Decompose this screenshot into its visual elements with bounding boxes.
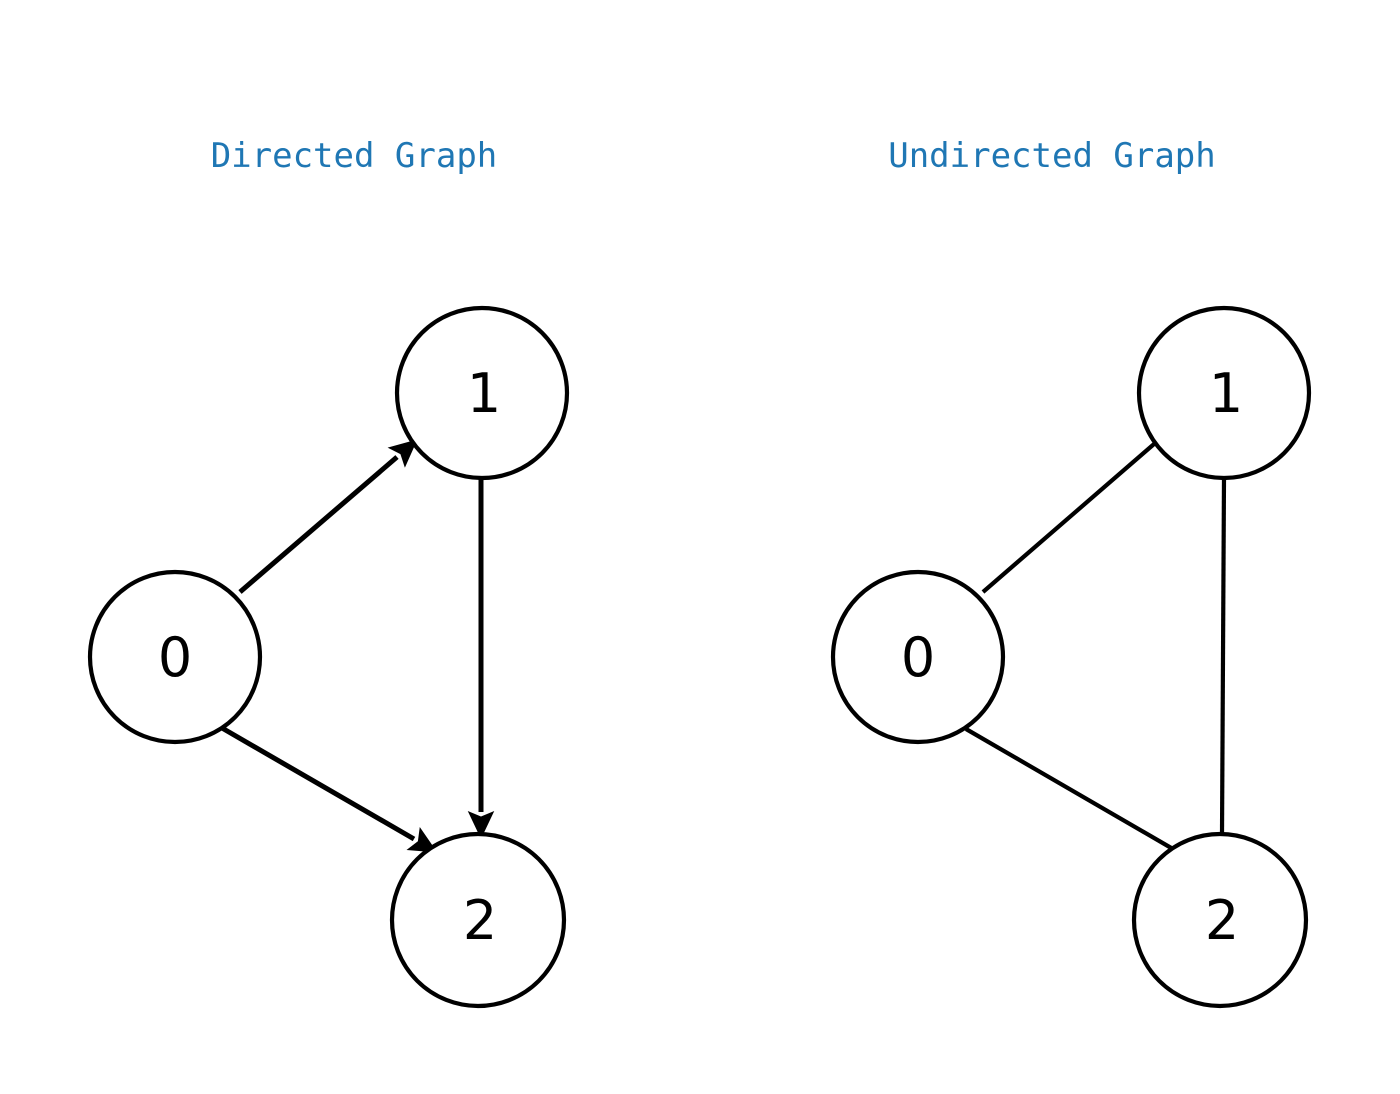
panel-directed: Directed Graph 1 0 2 — [87, 136, 570, 1009]
node-label-directed-2: 2 — [463, 889, 497, 952]
node-group-undirected: 1 0 2 — [830, 305, 1312, 1009]
node-label-directed-1: 1 — [467, 362, 501, 425]
node-circle-directed-0[interactable] — [87, 569, 263, 745]
node-undirected-1[interactable]: 1 — [1136, 305, 1312, 481]
node-circle-undirected-1[interactable] — [1136, 305, 1312, 481]
node-undirected-2[interactable]: 2 — [1131, 831, 1309, 1009]
node-circle-directed-2[interactable] — [389, 831, 567, 1009]
node-directed-1[interactable]: 1 — [394, 305, 570, 481]
panel-title-undirected: Undirected Graph — [888, 136, 1216, 176]
node-undirected-0[interactable]: 0 — [830, 569, 1006, 745]
panel-undirected: Undirected Graph 1 0 2 — [830, 136, 1312, 1009]
node-label-undirected-2: 2 — [1205, 889, 1239, 952]
node-label-directed-0: 0 — [158, 626, 192, 689]
node-label-undirected-0: 0 — [901, 626, 935, 689]
node-circle-directed-1[interactable] — [394, 305, 570, 481]
node-directed-0[interactable]: 0 — [87, 569, 263, 745]
node-label-undirected-1: 1 — [1209, 362, 1243, 425]
node-circle-undirected-2[interactable] — [1131, 831, 1309, 1009]
edge-undirected-0-2 — [964, 727, 1175, 851]
edge-undirected-1-2 — [1219, 477, 1227, 835]
node-circle-undirected-0[interactable] — [830, 569, 1006, 745]
node-group-directed: 1 0 2 — [87, 305, 570, 1009]
edge-directed-0-1 — [238, 439, 418, 594]
edge-undirected-0-1 — [981, 436, 1163, 594]
edge-group-undirected — [964, 436, 1227, 851]
edge-group-directed — [220, 439, 495, 853]
node-directed-2[interactable]: 2 — [389, 831, 567, 1009]
edge-directed-0-2 — [220, 725, 438, 853]
panel-title-directed: Directed Graph — [211, 136, 498, 176]
